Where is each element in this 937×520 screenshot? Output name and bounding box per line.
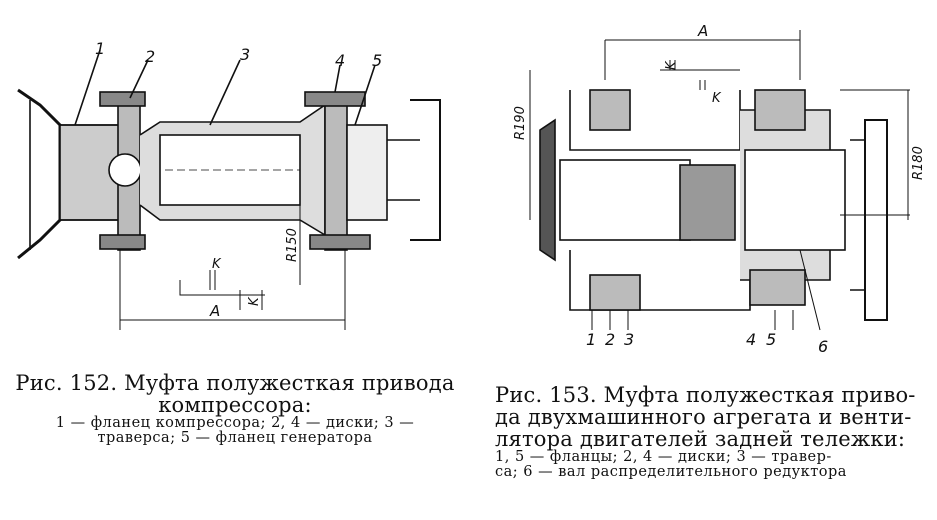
label-5: 5 — [372, 51, 382, 70]
figure-153-caption: Рис. 153. Муфта полужесткая приво- да дв… — [495, 384, 925, 481]
label-r180: R180 — [911, 146, 926, 180]
figure-152-caption: Рис. 152. Муфта полужесткая привода комп… — [0, 372, 470, 447]
label-5: 5 — [766, 330, 776, 349]
caption-legend-line: 1 — фланец компрессора; 2, 4 — диски; 3 … — [55, 415, 415, 432]
label-k-side: K — [247, 296, 262, 306]
label-a: A — [697, 22, 708, 40]
figure-152-drawing: 1 2 3 4 5 R150 K K A — [17, 39, 441, 330]
label-a: A — [209, 302, 220, 320]
caption-legend-line: са; 6 — вал распределительного редуктора — [495, 464, 847, 481]
label-3: 3 — [240, 45, 250, 64]
label-3: 3 — [624, 330, 634, 349]
label-1: 1 — [95, 39, 105, 58]
label-k-side: K — [664, 60, 679, 70]
caption-title-line: Рис. 153. Муфта полужесткая приво- — [495, 383, 916, 407]
caption-title-line: компрессора: — [158, 393, 312, 418]
label-r190: R190 — [513, 106, 528, 140]
label-r150: R150 — [285, 228, 300, 262]
label-6: 6 — [818, 337, 828, 356]
caption-title-line: Рис. 152. Муфта полужесткая привода — [15, 371, 455, 395]
caption-legend-line: траверса; 5 — фланец генератора — [97, 430, 373, 447]
label-2: 2 — [605, 330, 615, 349]
figure-153-drawing: A K K R190 R180 1 2 3 4 5 6 — [513, 22, 926, 356]
label-1: 1 — [586, 330, 596, 349]
caption-title-line: лятора двигателей задней тележки: — [495, 427, 906, 452]
label-2: 2 — [145, 47, 155, 66]
label-k-top: K — [212, 257, 222, 272]
caption-legend-line: 1, 5 — фланцы; 2, 4 — диски; 3 — травер- — [495, 449, 832, 466]
label-4: 4 — [335, 51, 345, 70]
label-4: 4 — [746, 330, 756, 349]
caption-title-line: да двухмашинного агрегата и венти- — [495, 405, 912, 430]
label-k-top: K — [712, 91, 722, 106]
